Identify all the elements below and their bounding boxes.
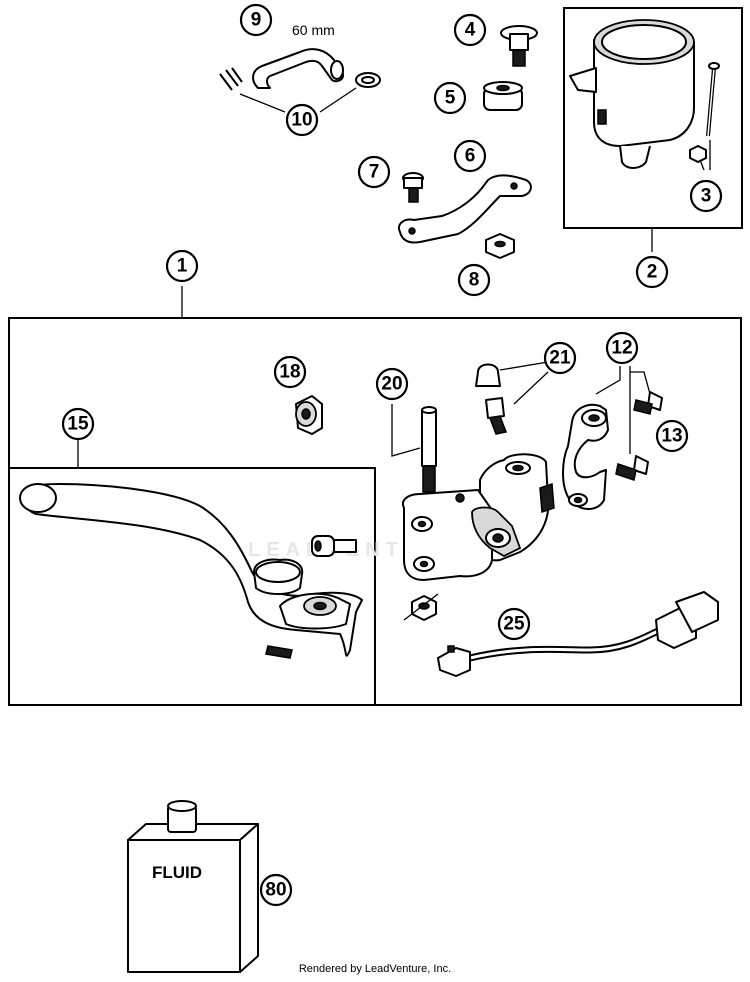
callout-6: 6 xyxy=(453,139,487,173)
master-cylinder-body xyxy=(402,453,555,581)
callout-18: 18 xyxy=(273,355,307,389)
clamp-bolt-part-13a xyxy=(633,391,663,415)
callout-10: 10 xyxy=(285,103,319,137)
cap-part-18 xyxy=(295,395,323,435)
fluid-label: FLUID xyxy=(152,863,202,882)
callout-1: 1 xyxy=(165,249,199,283)
hose-part xyxy=(252,48,344,89)
reservoir-group-frame xyxy=(563,7,743,229)
svg-text:18: 18 xyxy=(279,362,300,383)
callout-4: 4 xyxy=(453,13,487,47)
screw-part-4 xyxy=(500,25,538,67)
svg-text:9: 9 xyxy=(251,10,262,31)
bracket-part-6 xyxy=(398,174,532,244)
svg-text:13: 13 xyxy=(661,426,682,447)
svg-text:4: 4 xyxy=(465,20,476,41)
lever-spring xyxy=(265,645,293,659)
callout-7: 7 xyxy=(357,155,391,189)
callout-9: 9 xyxy=(239,3,273,37)
svg-text:25: 25 xyxy=(503,614,525,635)
pin-part-20 xyxy=(421,406,437,493)
bolt-part-7 xyxy=(402,172,424,203)
callout-2: 2 xyxy=(635,255,669,289)
clamp-bolt-part-13b xyxy=(615,455,649,481)
hose-length-label: 60 mm xyxy=(292,22,335,38)
hose-clamp-right xyxy=(355,72,381,88)
brake-switch-part-25 xyxy=(437,591,719,677)
svg-text:1: 1 xyxy=(177,256,188,277)
callout-8: 8 xyxy=(457,263,491,297)
svg-text:8: 8 xyxy=(469,270,480,291)
callout-25: 25 xyxy=(497,607,531,641)
grommet-part-5 xyxy=(483,81,523,111)
svg-text:21: 21 xyxy=(549,348,571,369)
clamp-part-12 xyxy=(562,403,609,510)
lever-pivot-bolt xyxy=(311,535,357,557)
svg-text:3: 3 xyxy=(701,186,712,207)
callout-3: 3 xyxy=(689,179,723,213)
bleeder-cap-part-21 xyxy=(475,363,501,387)
svg-text:6: 6 xyxy=(465,146,476,167)
callout-20: 20 xyxy=(375,367,409,401)
svg-text:15: 15 xyxy=(67,414,89,435)
adjuster-knob xyxy=(253,558,304,595)
svg-text:5: 5 xyxy=(445,88,456,109)
pivot-nut xyxy=(411,595,437,621)
svg-text:12: 12 xyxy=(611,338,632,359)
callout-5: 5 xyxy=(433,81,467,115)
callout-13: 13 xyxy=(655,419,689,453)
callout-12: 12 xyxy=(605,331,639,365)
bleeder-valve-part-21 xyxy=(485,397,508,435)
hose-clamp-left xyxy=(219,67,243,91)
lever-group-frame xyxy=(8,467,376,706)
brake-lever-part-15 xyxy=(19,483,363,657)
callout-15: 15 xyxy=(61,407,95,441)
svg-text:80: 80 xyxy=(265,880,286,901)
brake-fluid-bottle xyxy=(127,800,259,973)
footer-credit: Rendered by LeadVenture, Inc. xyxy=(299,963,451,975)
callout-21: 21 xyxy=(543,341,577,375)
callout-80: 80 xyxy=(259,873,293,907)
svg-text:7: 7 xyxy=(369,162,380,183)
svg-text:10: 10 xyxy=(291,110,312,131)
reservoir-part-2 xyxy=(569,19,695,169)
svg-text:20: 20 xyxy=(381,374,402,395)
svg-text:2: 2 xyxy=(647,262,658,283)
nut-part-8 xyxy=(485,233,515,259)
reservoir-bolt-part-3 xyxy=(689,62,720,163)
